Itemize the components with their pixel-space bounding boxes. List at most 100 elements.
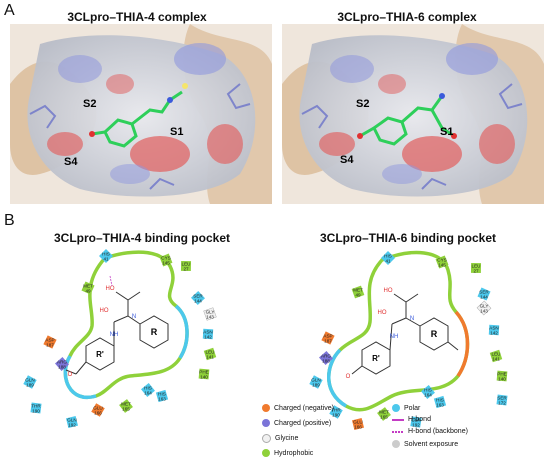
atom-n: N (410, 316, 414, 322)
polar-residue-badge (381, 251, 395, 265)
residue-number: 164 (144, 391, 152, 396)
thia4-site-s1: S1 (170, 126, 184, 138)
polar-residue-badge (30, 402, 42, 414)
residue-number: 189 (312, 383, 320, 388)
glycine-residue-badge (476, 300, 492, 316)
legend-hbond-backbone: H-bond (backbone) (392, 428, 468, 435)
residue-number: 164 (424, 393, 432, 398)
residue-name: GLN (67, 418, 76, 423)
polar-residue-badge (155, 389, 169, 403)
residue-name: MET (379, 410, 389, 415)
residue-number: 27 (473, 269, 479, 274)
residue-number: 143 (480, 309, 488, 314)
legend-label: H-bond (backbone) (408, 428, 468, 435)
residue-name: LEU (182, 262, 191, 267)
hydrophobic-residue-badge (351, 285, 365, 299)
thia4-complex-render (10, 24, 272, 204)
residue-name: GLU (353, 420, 362, 425)
residue-number: 140 (498, 377, 506, 382)
residue-name: ASN (489, 326, 498, 331)
residue-number: 140 (200, 375, 208, 380)
polar-residue-badge (99, 249, 113, 263)
legend-glycine: Glycine (262, 434, 298, 443)
residue-number: 190 (332, 413, 340, 418)
legend-label: Glycine (275, 435, 299, 442)
polar-residue-badge (65, 415, 79, 429)
legend-label: Charged (positive) (274, 419, 332, 427)
residue-name: ARG (57, 360, 67, 365)
residue-name: SER (193, 294, 203, 299)
hydrophobic-residue-badge (198, 368, 210, 380)
thia6-site-s4: S4 (340, 154, 354, 166)
hydrophobic-dot (262, 449, 270, 457)
residue-name: GLN (311, 378, 320, 383)
polar-residue-badge (488, 324, 500, 336)
ligand-r-prime-label: R' (96, 350, 104, 359)
residue-name: CYS (437, 258, 446, 263)
hbond-arrow-icon (392, 418, 404, 421)
residue-name: ASP (323, 334, 332, 339)
hydrophobic-residue-badge (119, 399, 133, 413)
thia6-site-s2: S2 (356, 98, 370, 110)
hydrophobic-residue-badge (435, 255, 449, 269)
ligand-r-prime-label: R' (372, 354, 380, 363)
legend-label: H-bond (408, 416, 431, 423)
hydrophobic-residue-badge (81, 281, 95, 295)
polar-residue-badge (141, 383, 155, 397)
polar-residue-badge (477, 287, 491, 301)
residue-number: 142 (490, 331, 498, 336)
ligand-r-label: R (151, 327, 158, 337)
residue-name: HIS (424, 388, 432, 393)
residue-number: 192 (412, 423, 420, 428)
residue-name: PHE (199, 370, 208, 375)
positive-dot (262, 419, 270, 427)
residue-number: 166 (354, 425, 362, 430)
thia4-site-s2: S2 (83, 98, 97, 110)
polar-residue-badge (309, 375, 323, 389)
residue-name: MET (121, 402, 131, 407)
residue-name: PHE (497, 372, 506, 377)
pocket-outline (63, 250, 189, 400)
thia6-complex-illustration (282, 24, 544, 204)
residue-number: 187 (46, 343, 54, 348)
hydrophobic-residue-badge (496, 370, 508, 382)
residue-name: GLY (206, 310, 215, 315)
polar-residue-badge (421, 385, 435, 399)
residue-number: 143 (206, 315, 214, 320)
hydrophobic-residue-badge (203, 347, 217, 361)
residue-name: MET (83, 284, 93, 289)
polar-residue-badge (202, 328, 214, 340)
hydrophobic-residue-badge (470, 262, 482, 274)
atom-ho-2: HO (378, 310, 387, 316)
residue-number: 165 (122, 407, 130, 412)
legend-label: Polar (404, 404, 421, 412)
polar-residue-badge (496, 394, 508, 406)
atom-nh: NH (110, 332, 119, 338)
panel-a-left-title: 3CLpro–THIA-4 complex (67, 10, 207, 24)
residue-number: 141 (206, 355, 214, 360)
residue-name: SER (497, 396, 507, 401)
residue-number: 141 (492, 357, 500, 362)
residue-name: GLU (93, 406, 102, 411)
positive-residue-badge (319, 351, 333, 365)
